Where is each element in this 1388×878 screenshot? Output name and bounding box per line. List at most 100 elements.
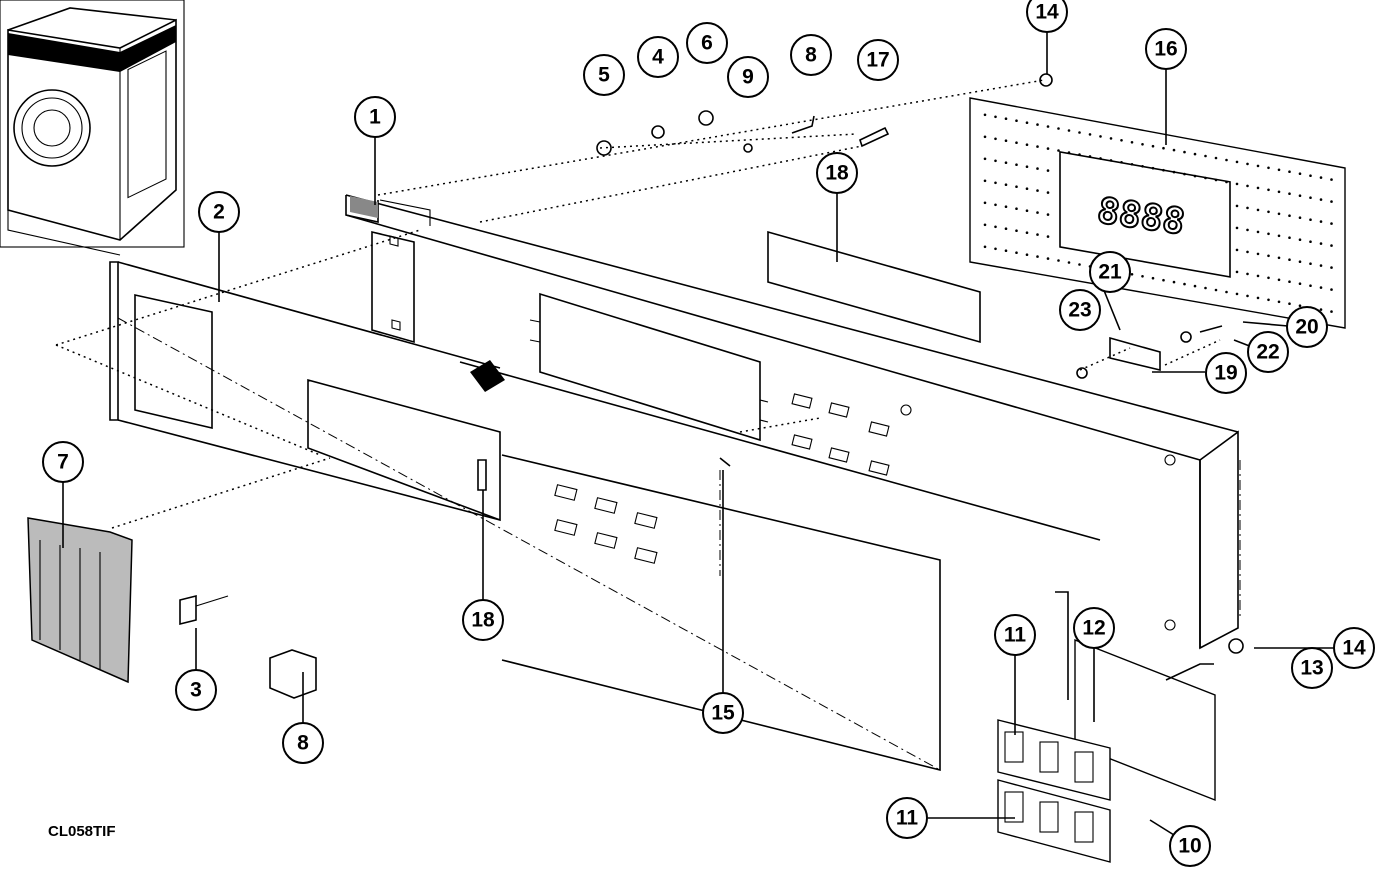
pcb-solder-dot <box>1319 264 1323 267</box>
svg-text:17: 17 <box>866 49 889 72</box>
pcb-solder-dot <box>1046 147 1050 150</box>
svg-text:5: 5 <box>598 64 610 87</box>
callout-15: 15 <box>702 692 744 734</box>
leader-lines <box>62 28 1335 846</box>
pcb-solder-dot <box>1057 149 1060 152</box>
pcb-solder-dot <box>1319 308 1323 311</box>
callout-19: 19 <box>1205 352 1247 394</box>
pcb-solder-dot <box>1288 192 1291 195</box>
pcb-solder-dot <box>1025 231 1029 234</box>
svg-text:18: 18 <box>825 162 849 185</box>
pcb-solder-dot <box>1046 257 1050 260</box>
pcb-solder-dot <box>1267 188 1270 192</box>
pcb-solder-dot <box>1256 296 1260 300</box>
callout-21: 21 <box>1089 251 1131 293</box>
pcb-solder-dot <box>1246 272 1249 276</box>
small-parts <box>27 73 1244 699</box>
callout-18-upper: 18 <box>816 152 858 194</box>
callout-2: 2 <box>198 191 240 233</box>
assembly-lines <box>55 79 1241 620</box>
svg-text:11: 11 <box>896 807 919 830</box>
pcb-solder-dot <box>1067 261 1071 264</box>
callout-4: 4 <box>637 36 679 78</box>
pcb-solder-dot <box>1183 282 1186 286</box>
main-pcb: 8888 <box>969 97 1346 329</box>
pcb-solder-dot <box>1204 154 1207 158</box>
svg-text:18: 18 <box>471 609 495 632</box>
callout-13: 13 <box>1291 647 1333 689</box>
svg-text:14: 14 <box>1035 1 1059 24</box>
svg-text:14: 14 <box>1342 637 1366 660</box>
pcb-solder-dot <box>1130 163 1134 166</box>
pcb-solder-dot <box>1004 117 1008 120</box>
pcb-solder-dot <box>1246 184 1249 188</box>
pcb-solder-dot <box>1036 233 1039 236</box>
pcb-solder-dot <box>1036 189 1039 192</box>
pcb-solder-dot <box>1319 286 1323 289</box>
callout-18-lower: 18 <box>462 599 504 641</box>
machine-inset <box>0 0 185 256</box>
pcb-solder-dot <box>1277 212 1281 216</box>
pcb-solder-dot <box>1015 207 1018 210</box>
callout-20: 20 <box>1286 306 1328 348</box>
pcb-solder-dot <box>1330 288 1333 291</box>
svg-text:10: 10 <box>1178 835 1201 858</box>
svg-text:4: 4 <box>652 46 664 69</box>
svg-text:9: 9 <box>742 66 754 89</box>
pcb-solder-dot <box>1015 141 1018 144</box>
pcb-solder-dot <box>1309 240 1312 243</box>
pcb-solder-dot <box>1330 244 1333 247</box>
pcb-solder-dot <box>1319 242 1323 245</box>
pcb-solder-dot <box>1319 176 1323 179</box>
pcb-solder-dot <box>1298 282 1302 286</box>
pcb-solder-dot <box>1004 183 1008 186</box>
pcb-solder-dot <box>1162 146 1165 150</box>
pcb-solder-dot <box>1046 235 1050 238</box>
callout-5: 5 <box>583 54 625 96</box>
pcb-solder-dot <box>1256 164 1260 168</box>
pcb-solder-dot <box>1214 288 1218 292</box>
pcb-solder-dot <box>1235 292 1239 296</box>
callout-17: 17 <box>857 39 899 81</box>
svg-text:12: 12 <box>1082 617 1105 640</box>
pcb-solder-dot <box>1057 259 1060 262</box>
pcb-solder-dot <box>1120 139 1123 142</box>
pcb-solder-dot <box>1319 198 1323 201</box>
pcb-solder-dot <box>1057 127 1060 130</box>
pcb-solder-dot <box>1172 280 1176 284</box>
pcb-solder-dot <box>1267 166 1270 170</box>
callout-8-lower: 8 <box>282 722 324 764</box>
pcb-solder-dot <box>1120 161 1123 164</box>
pcb-solder-dot <box>1004 139 1008 142</box>
pcb-solder-dot <box>994 181 997 185</box>
callout-group: 1 2 3 4 5 6 7 8 8 9 10 11 11 12 13 14 14… <box>42 0 1375 867</box>
pcb-solder-dot <box>1267 210 1270 214</box>
pcb-solder-dot <box>1078 131 1081 134</box>
svg-text:6: 6 <box>701 32 713 55</box>
svg-text:21: 21 <box>1098 261 1122 284</box>
pcb-solder-dot <box>1204 176 1207 180</box>
pcb-solder-dot <box>1004 249 1008 252</box>
pcb-solder-dot <box>1256 274 1260 278</box>
pcb-solder-dot <box>1288 236 1291 239</box>
pcb-solder-dot <box>1256 252 1260 256</box>
pcb-solder-dot <box>1288 302 1291 306</box>
pcb-solder-dot <box>1298 260 1302 264</box>
callout-9: 9 <box>727 56 769 98</box>
pcb-solder-dot <box>1088 133 1092 136</box>
pcb-solder-dot <box>1193 174 1197 178</box>
pcb-solder-dot <box>1078 263 1081 266</box>
pcb-solder-dot <box>1330 178 1333 181</box>
pcb-solder-dot <box>1130 141 1134 144</box>
pcb-solder-dot <box>1151 144 1155 148</box>
drawing-code-label: CL058TIF <box>48 823 116 840</box>
svg-text:3: 3 <box>190 679 202 702</box>
pcb-solder-dot <box>1025 121 1029 124</box>
display-window-upper <box>767 230 981 344</box>
callout-11-upper: 11 <box>994 614 1036 656</box>
svg-text:13: 13 <box>1300 657 1323 680</box>
pcb-solder-dot <box>994 115 997 119</box>
pcb-solder-dot <box>1015 251 1018 254</box>
pcb-solder-dot <box>983 223 987 227</box>
pcb-solder-dot <box>1151 276 1155 280</box>
